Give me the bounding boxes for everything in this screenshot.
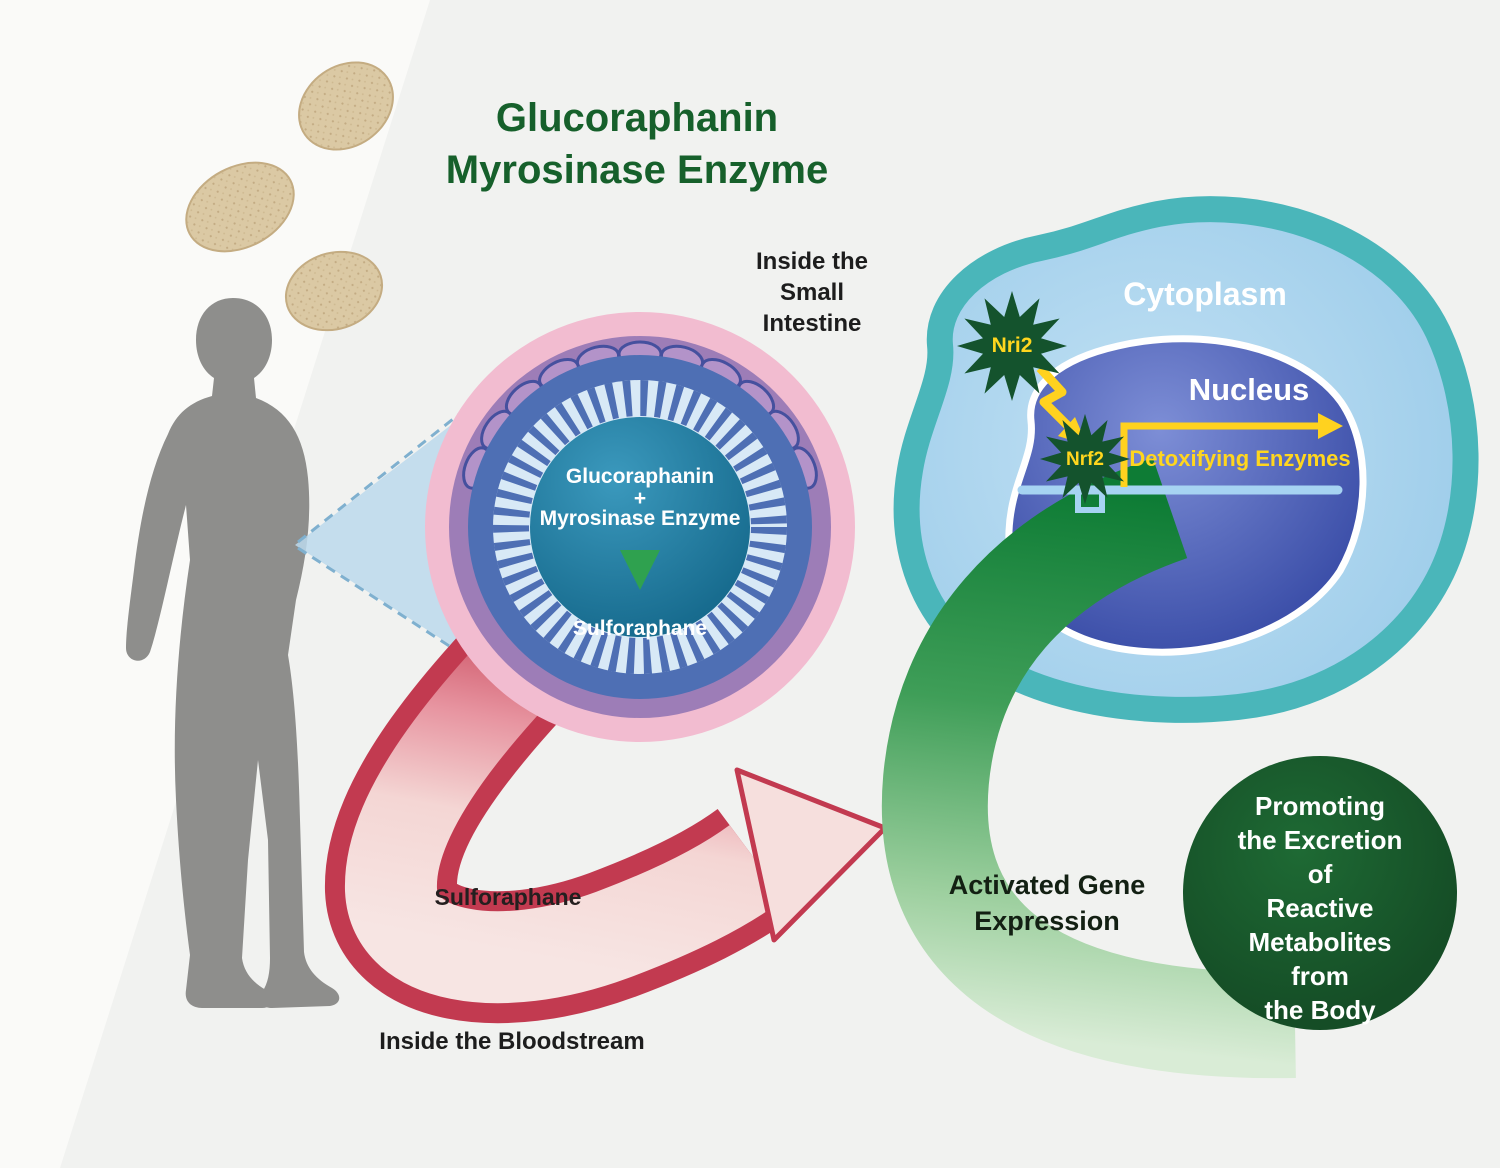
transcription-arrow <box>1120 413 1343 487</box>
supplement-pill <box>284 250 384 332</box>
supplement-pills <box>185 61 394 332</box>
supplement-pill <box>185 161 295 253</box>
supplement-pill <box>298 61 394 151</box>
conversion-triangle-icon <box>620 550 660 590</box>
sulforaphane-arrow <box>325 573 888 1024</box>
dna-strand <box>1017 485 1343 513</box>
person-silhouette <box>126 298 340 1008</box>
gene-expression-arrow <box>881 457 1296 1079</box>
small-intestine-cross-section <box>425 312 855 742</box>
red-arrowhead-icon <box>734 767 888 943</box>
outcome-circle <box>1183 756 1457 1030</box>
villi-ring <box>493 380 787 674</box>
